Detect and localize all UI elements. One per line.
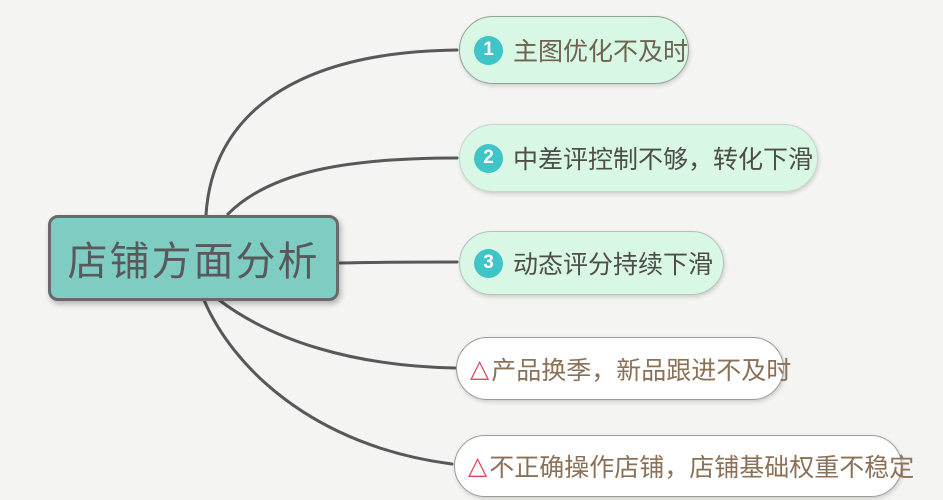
branch-node-1[interactable]: 1 主图优化不及时 [459,16,689,84]
branch-node-5[interactable]: △ 不正确操作店铺，店铺基础权重不稳定 [454,435,914,497]
number-badge-2: 2 [474,143,503,173]
warning-triangle-icon: △ [470,354,490,383]
connector-branch-4 [217,298,457,370]
number-badge-1: 1 [474,35,503,65]
branch-node-4[interactable]: △ 产品换季，新品跟进不及时 [456,337,791,400]
branch-label: 不正确操作店铺，店铺基础权重不稳定 [489,454,915,482]
root-node-label: 店铺方面分析 [67,240,320,284]
branch-node-3[interactable]: 3 动态评分持续下滑 [459,231,724,295]
branch-label: 主图优化不及时 [513,38,689,66]
root-node-store-analysis[interactable]: 店铺方面分析 [48,215,339,301]
connector-branch-5 [202,298,454,466]
branch-label: 中差评控制不够，转化下滑 [513,146,814,174]
number-badge-3: 3 [474,248,503,278]
branch-label: 产品换季，新品跟进不及时 [491,356,792,385]
warning-triangle-icon: △ [468,452,488,480]
connector-branch-2 [226,156,459,216]
branch-node-2[interactable]: 2 中差评控制不够，转化下滑 [459,124,818,192]
connector-branch-1 [204,48,459,217]
branch-label: 动态评分持续下滑 [513,251,714,279]
connector-branch-3 [338,260,459,265]
